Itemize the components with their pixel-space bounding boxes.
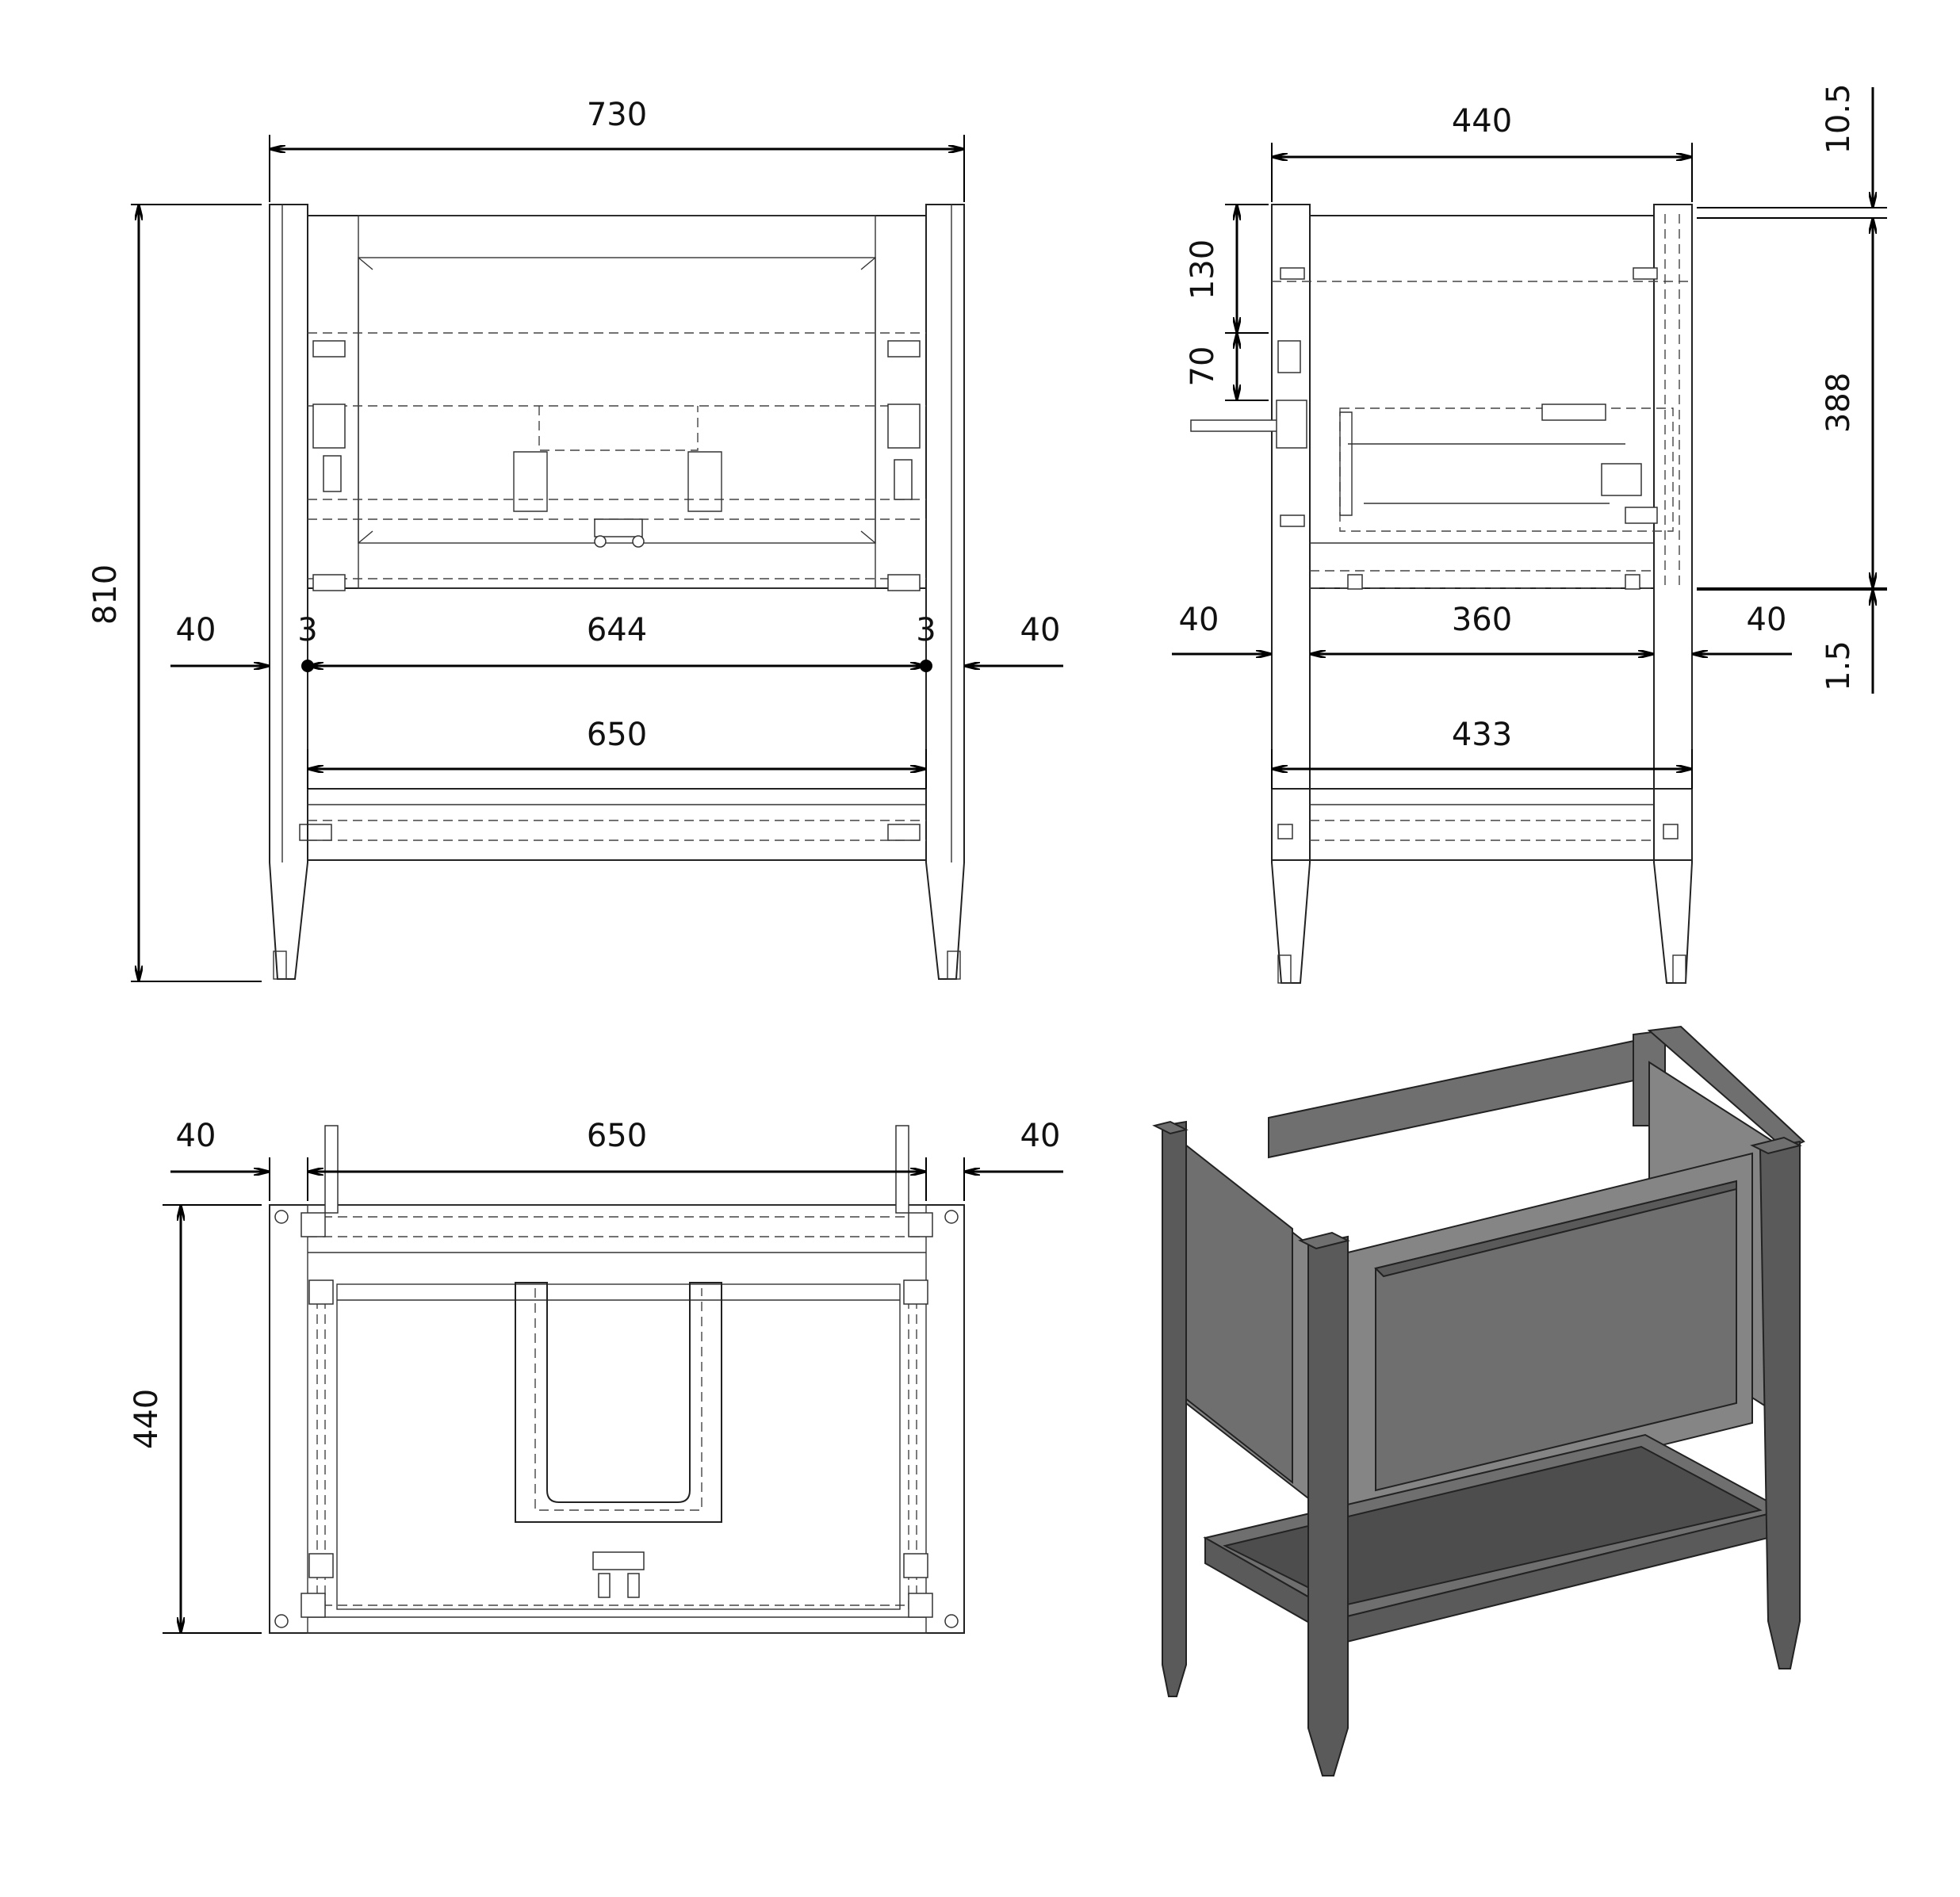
- front-dim-dot-left: [301, 660, 314, 672]
- front-gap-left-label: 3: [297, 612, 317, 648]
- top-corner-hardware: [274, 1125, 959, 1628]
- front-left-leg: [269, 204, 308, 980]
- front-shelf: [307, 788, 927, 861]
- side-top-thickness-label: 10.5: [1820, 83, 1857, 154]
- top-depth-label: 440: [128, 1389, 165, 1449]
- side-inner-depth-label: 360: [1452, 602, 1512, 638]
- front-hardware-left: [299, 340, 346, 841]
- top-leg-right-label: 40: [1020, 1118, 1061, 1154]
- side-right-leg: [1653, 204, 1693, 984]
- side-shelf: [1271, 788, 1693, 861]
- side-height-label: 388: [1820, 373, 1857, 433]
- side-handle: [1190, 340, 1307, 449]
- front-right-leg: [925, 204, 965, 980]
- side-dimensions: 440 130 70 10.5 388 1.5 40 360 40 433: [1172, 83, 1887, 789]
- top-inner-width-label: 650: [587, 1118, 647, 1154]
- side-drawer-runner: [1339, 403, 1674, 532]
- front-view: [269, 204, 965, 980]
- top-dimensions: 40 650 40 440: [128, 1118, 1063, 1634]
- front-leg-left-label: 40: [176, 612, 216, 648]
- top-view: [269, 1125, 965, 1634]
- side-view: [1190, 204, 1693, 984]
- side-drawer-offset-label: 70: [1185, 346, 1221, 387]
- top-leg-left-label: 40: [176, 1118, 216, 1154]
- side-top-offset-label: 130: [1185, 239, 1221, 300]
- front-dim-dot-right: [920, 660, 932, 672]
- front-leg-right-label: 40: [1020, 612, 1061, 648]
- side-left-leg: [1271, 204, 1311, 984]
- front-hardware-right: [887, 340, 921, 841]
- front-gap-right-label: 3: [916, 612, 936, 648]
- side-leg-right-label: 40: [1747, 602, 1787, 638]
- front-shelf-width-label: 650: [587, 717, 647, 753]
- side-shelf-depth-label: 433: [1452, 717, 1512, 753]
- side-leg-left-label: 40: [1179, 602, 1219, 638]
- front-dimensions: 730 810 40 3 644 3 40 650: [87, 97, 1063, 982]
- isometric-view: [1152, 1025, 1805, 1777]
- top-sink-cutout: [515, 1282, 722, 1523]
- front-width-label: 730: [587, 97, 647, 133]
- side-bottom-gap-label: 1.5: [1820, 641, 1857, 691]
- side-apron: [1309, 215, 1655, 589]
- side-depth-label: 440: [1452, 103, 1512, 140]
- front-inner-width-label: 644: [587, 612, 647, 648]
- front-sink-brackets: [513, 451, 722, 548]
- front-height-label: 810: [87, 564, 124, 625]
